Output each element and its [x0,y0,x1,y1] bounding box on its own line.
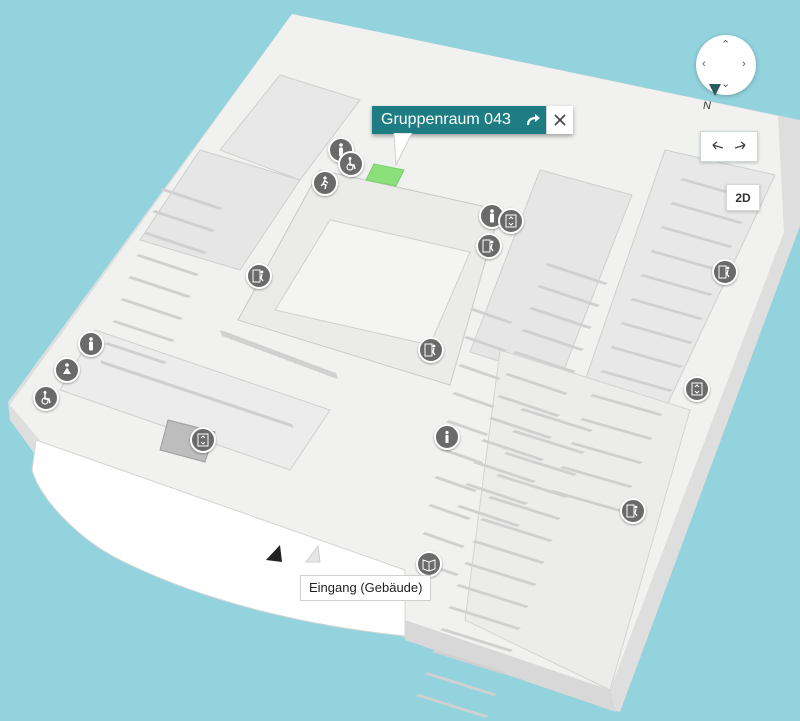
elevator-icon[interactable] [498,208,524,234]
shelf [416,694,489,718]
shelf [620,322,693,344]
shelf [464,336,507,352]
shelf [610,346,683,368]
shelf [670,202,743,224]
shelf [496,474,569,498]
shelf [472,540,545,564]
emergency-exit-icon[interactable] [418,337,444,363]
shelf [456,584,529,608]
elevator-icon[interactable] [684,376,710,402]
shelf [324,369,338,379]
close-icon[interactable] [545,106,573,134]
popup-title: Gruppenraum 043 [372,106,520,134]
north-pointer-icon [709,84,721,96]
shelf [488,496,561,520]
shelf [428,504,471,520]
shelf [144,232,207,254]
elevator-icon[interactable] [190,427,216,453]
shelf [489,417,552,439]
shelf [473,461,536,483]
shelf [458,364,501,380]
shelf [521,329,584,351]
entrance-label[interactable]: Eingang (Gebäude) [300,575,432,601]
shelf [120,298,183,320]
compass-left-icon[interactable]: ‹ [702,58,706,70]
shelf [104,342,167,364]
shelf [457,505,520,527]
shelf [550,490,623,512]
shelf [590,394,663,416]
female-toilet-icon[interactable] [54,357,80,383]
view-2d-toggle[interactable]: 2D [726,184,760,211]
shelf [513,351,576,373]
shelf [470,308,513,324]
shelf [650,250,723,272]
room-popup: Gruppenraum 043 [372,106,573,134]
shelf [424,672,497,696]
shelf [452,392,495,408]
shelf [580,418,653,440]
shelf [465,483,528,505]
shelf [504,452,577,476]
shelf [112,320,175,342]
shelf [497,395,560,417]
shelf [440,628,513,652]
shelf [481,439,544,461]
shelf [152,210,215,232]
shelf [446,420,489,436]
exit-arrow-icon [305,544,321,563]
shelf [432,650,505,674]
emergency-exit-icon[interactable] [246,263,272,289]
shelf [537,285,600,307]
shelf [600,370,673,392]
shelf [422,532,465,548]
popup-pointer [393,133,413,167]
emergency-exit-icon[interactable] [476,233,502,259]
selected-room-gruppenraum-043[interactable] [365,163,405,187]
shelf [529,307,592,329]
book-return-icon[interactable] [416,551,442,577]
shelf [136,254,199,276]
emergency-exit-icon[interactable] [620,498,646,524]
shelf [448,606,521,630]
compass-icon[interactable]: ⌃ ⌄ ‹ › [696,35,756,95]
shelf [160,188,223,210]
wheelchair-icon[interactable] [33,385,59,411]
slab-edge [405,620,616,712]
shelf [640,274,713,296]
shelf [434,476,477,492]
emergency-exit-icon[interactable] [312,170,338,196]
shelf [262,414,294,428]
rotate-view-icon[interactable] [700,131,758,162]
shelf [660,226,733,248]
north-label: N [703,100,711,112]
shelving-layer [100,178,753,718]
shelf [520,408,593,432]
compass-down-icon[interactable]: ⌄ [721,78,731,90]
male-toilet-icon[interactable] [78,331,104,357]
shelf [560,466,633,488]
shelf [464,562,537,586]
shelf [505,373,568,395]
entrance-arrow-icon [266,545,282,562]
compass-right-icon[interactable]: › [742,58,746,70]
route-arrow-icon[interactable] [519,106,546,134]
shelf [480,518,553,542]
shelf [545,263,608,285]
emergency-exit-icon[interactable] [712,259,738,285]
information-icon[interactable] [434,424,460,450]
shelf [128,276,191,298]
shelf [570,442,643,464]
wheelchair-icon[interactable] [338,151,364,177]
shelf [440,448,483,464]
shelf [512,430,585,454]
shelf [630,298,703,320]
compass-up-icon[interactable]: ⌃ [721,39,731,51]
